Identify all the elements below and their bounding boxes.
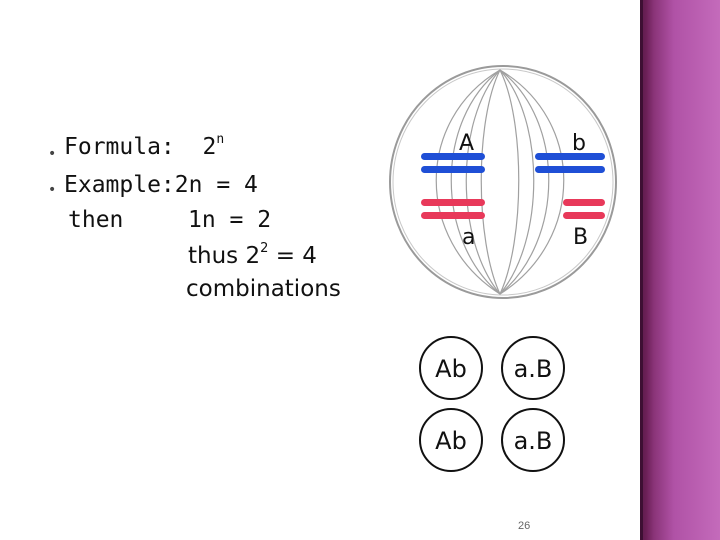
bullet-dot: •: [48, 182, 57, 198]
then-label: then: [68, 207, 124, 233]
thus-base: 2: [245, 243, 261, 269]
formula-value: 2: [202, 134, 217, 160]
gamete-label: a.B: [514, 355, 553, 383]
formula-exponent: n: [216, 132, 225, 148]
bullet-dot: •: [48, 146, 57, 162]
allele-label-A: A: [459, 131, 474, 156]
gamete-circle: a.B: [501, 408, 565, 472]
chromosome-blue-right: [535, 153, 605, 173]
thus-label: thus: [188, 243, 239, 269]
decorative-sidebar: [640, 0, 720, 540]
chromosome-red-right: [563, 199, 605, 219]
chromosome-blue-left: [421, 153, 485, 173]
example-label: Example:: [64, 172, 175, 198]
gamete-circle: Ab: [419, 336, 483, 400]
thus-line: thus 22 = 4: [188, 241, 317, 269]
allele-label-B: B: [573, 225, 588, 250]
meiosis-diagram: A b a B Ab a.B Ab a.B: [389, 65, 617, 472]
gamete-label: Ab: [435, 427, 467, 455]
gamete-label: Ab: [435, 355, 467, 383]
example-value: 2n = 4: [174, 172, 258, 198]
thus-exponent: 2: [260, 241, 269, 257]
gamete-circle: a.B: [501, 336, 565, 400]
formula-line: Formula: 2n: [64, 132, 225, 160]
cell-outline: [389, 65, 617, 299]
cell-outline-inner: [392, 68, 614, 296]
formula-label: Formula:: [64, 134, 175, 160]
sidebar-edge: [640, 0, 643, 540]
combinations-label: combinations: [186, 276, 341, 302]
thus-result: = 4: [275, 243, 317, 269]
page-number: 26: [518, 520, 531, 532]
gamete-circle: Ab: [419, 408, 483, 472]
gamete-label: a.B: [514, 427, 553, 455]
example-line: Example:2n = 4: [64, 172, 258, 198]
spindle-fibers: [435, 69, 565, 295]
then-value: 1n = 2: [188, 207, 272, 233]
chromosome-red-left: [421, 199, 485, 219]
allele-label-a: a: [462, 225, 475, 250]
allele-label-b: b: [572, 131, 586, 156]
